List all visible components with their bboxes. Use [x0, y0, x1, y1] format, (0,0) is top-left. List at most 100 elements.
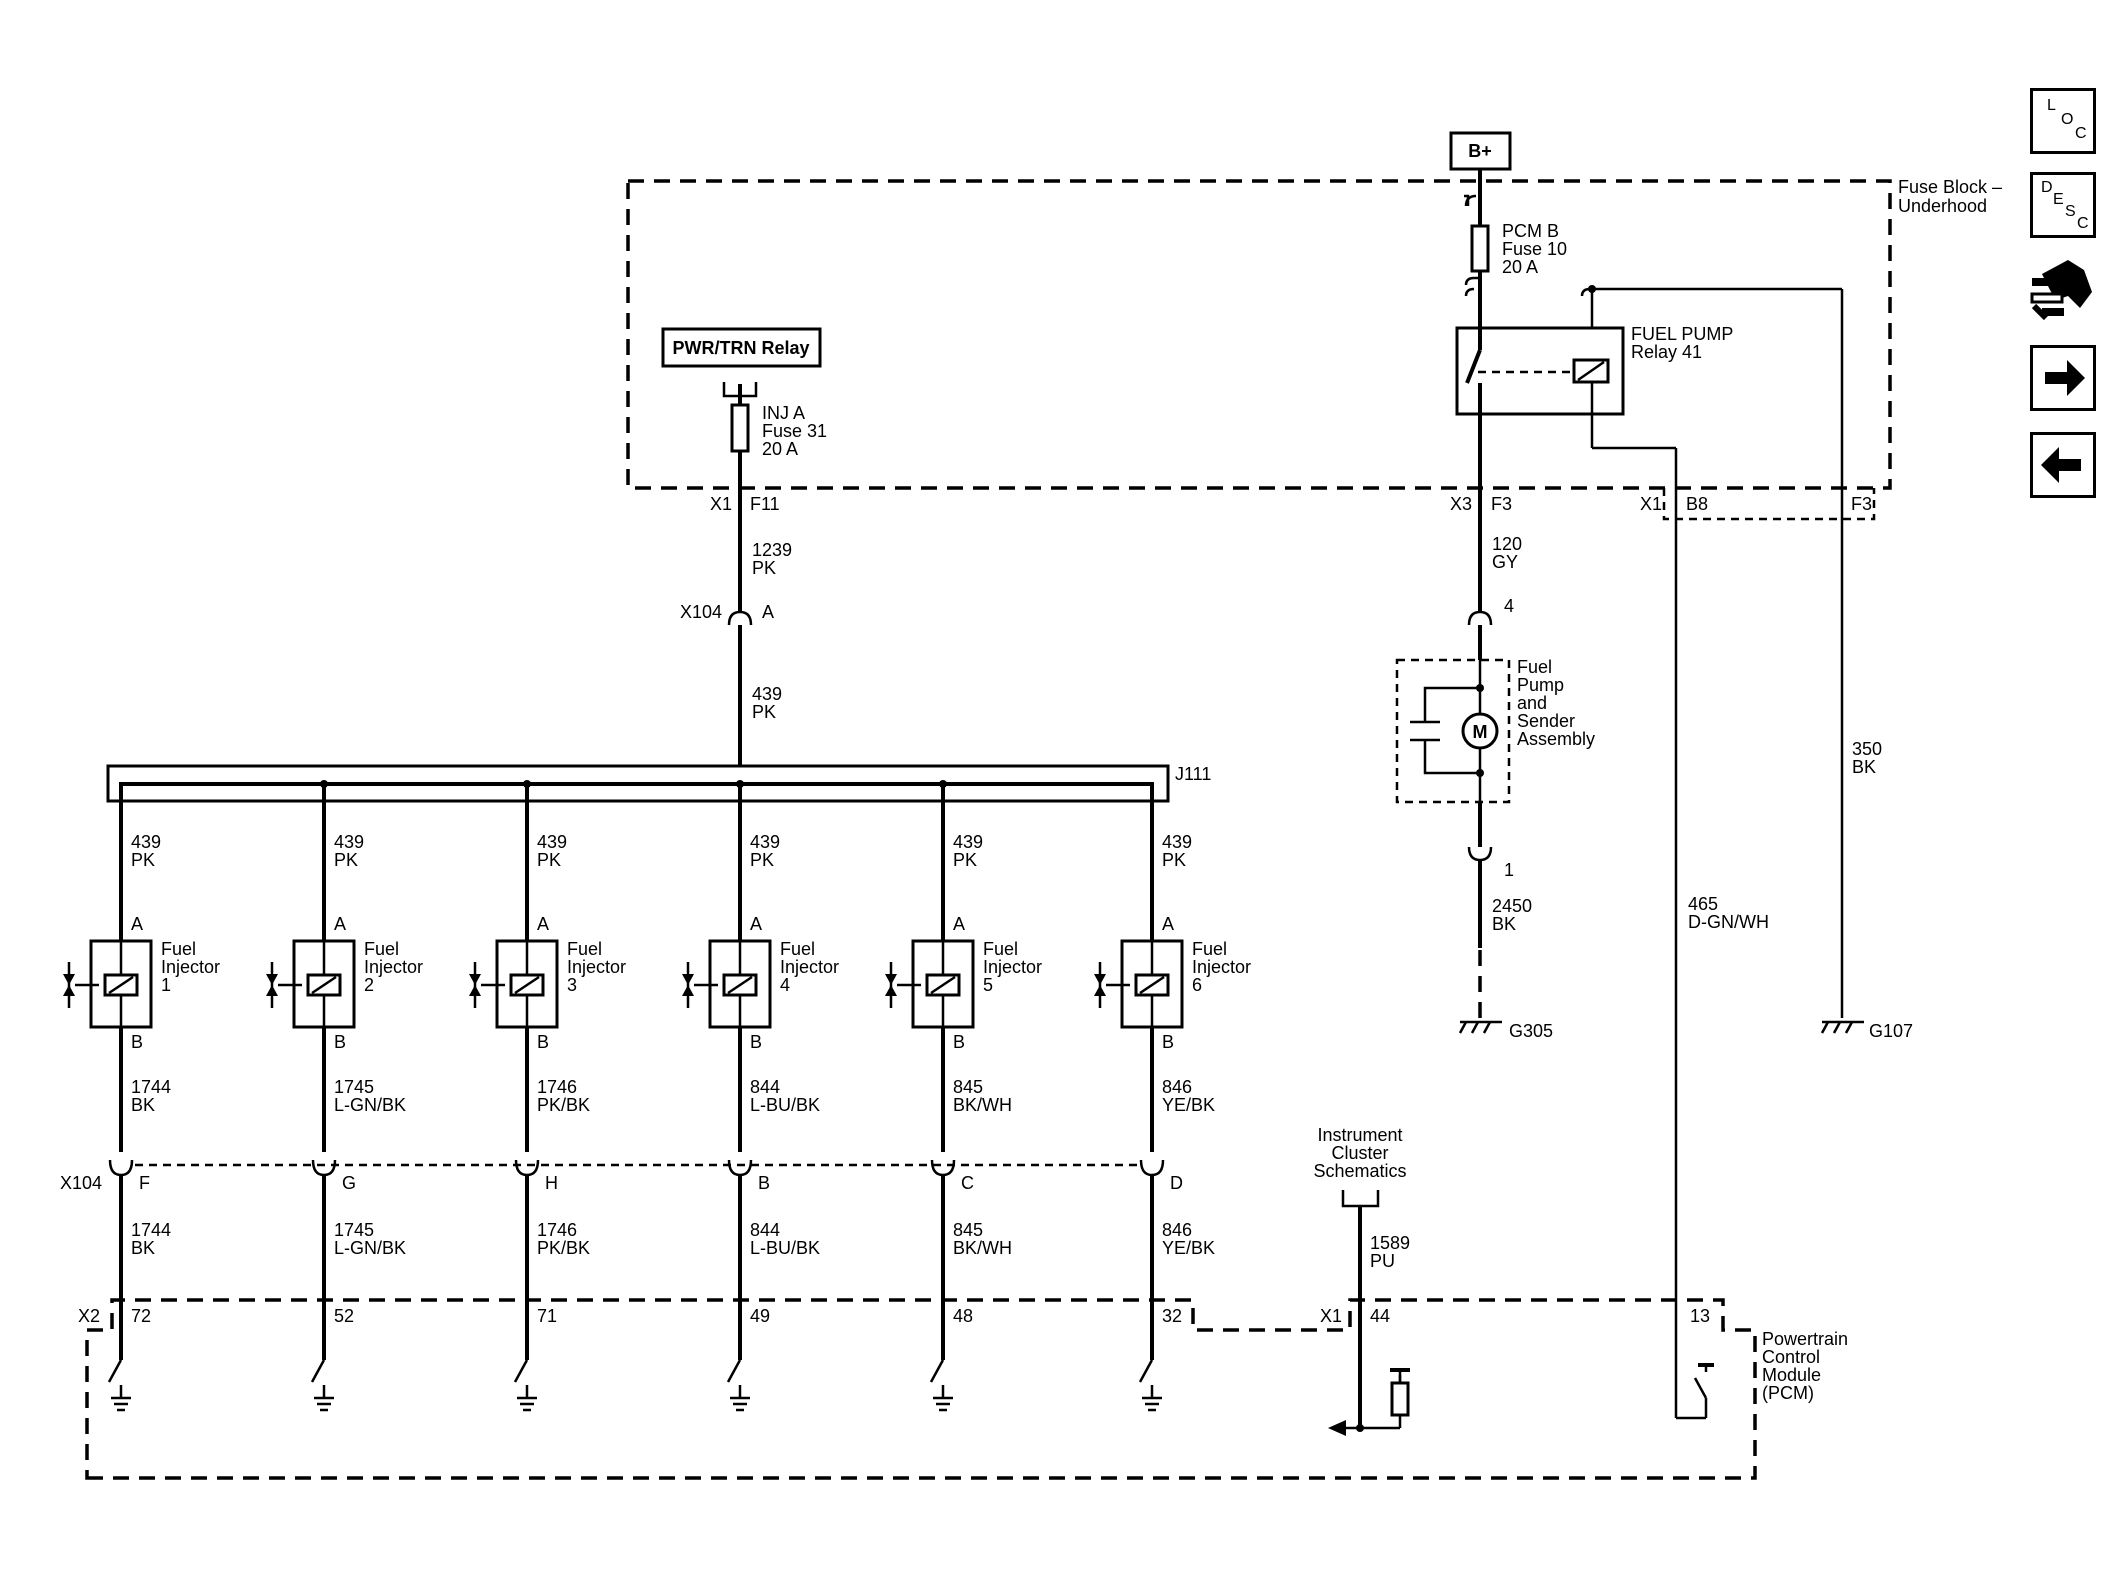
wire-2450-num: 2450: [1492, 896, 1532, 916]
upper-wire-labels: 1239 PK 439 PK 120 GY 350 BK 2450 BK 465…: [752, 534, 1882, 934]
term-f3b: F3: [1851, 494, 1872, 514]
wire-350-num: 350: [1852, 739, 1882, 759]
pcm-enclosure: X2 X1 44 13 Powertrain Control Module (P…: [78, 1298, 1848, 1480]
injector-4-name-3: 4: [780, 975, 790, 995]
injector-4-feed-num: 439: [750, 832, 780, 852]
injector-2-name-1: Fuel: [364, 939, 399, 959]
battery-label: B+: [1468, 141, 1492, 161]
wire-350-color: BK: [1852, 757, 1876, 777]
injector-3-pcm-wire-num: 1746: [537, 1220, 577, 1240]
wire-465-color: D-GN/WH: [1688, 912, 1769, 932]
injector-2-pcm-wire-color: L-GN/BK: [334, 1238, 406, 1258]
injector-6-pin-b: B: [1162, 1032, 1174, 1052]
injector-layer: 439PKAFuelInjector1B1744BKF1744BK72439PK…: [63, 780, 1251, 1412]
term-x1b: X1: [1640, 494, 1662, 514]
injector-6-pcm-pin: 32: [1162, 1306, 1182, 1326]
term-x3: X3: [1450, 494, 1472, 514]
injector-5-pcm-pin: 48: [953, 1306, 973, 1326]
fuel-pump-motor-label: M: [1473, 722, 1488, 742]
injector-3-out-num: 1746: [537, 1077, 577, 1097]
previous-page-button[interactable]: [2030, 432, 2096, 498]
wire-1589-num: 1589: [1370, 1233, 1410, 1253]
injector-6-feed-color: PK: [1162, 850, 1186, 870]
injector-2-name-3: 2: [364, 975, 374, 995]
pcm-line3: Module: [1762, 1365, 1821, 1385]
fuse-inj-line2: Fuse 31: [762, 421, 827, 441]
injector-1-pcm-wire-color: BK: [131, 1238, 155, 1258]
instrument-cluster-link: Instrument Cluster Schematics 1589 PU: [1313, 1125, 1410, 1436]
injector-4-out-color: L-BU/BK: [750, 1095, 820, 1115]
connector-end-view-icon[interactable]: [2028, 252, 2098, 326]
injector-1-pcm-wire-num: 1744: [131, 1220, 171, 1240]
fuel-injector-3-circuit: 439PKAFuelInjector3B1746PK/BKH1746PK/BK7…: [469, 780, 626, 1412]
injector-4-pcm-wire-num: 844: [750, 1220, 780, 1240]
location-button[interactable]: L O C: [2030, 88, 2096, 154]
term-pin-1: 1: [1504, 860, 1514, 880]
wire-439-num: 439: [752, 684, 782, 704]
injector-6-out-num: 846: [1162, 1077, 1192, 1097]
injector-5-name-2: Injector: [983, 957, 1042, 977]
fuel-pump-line4: Sender: [1517, 711, 1575, 731]
injector-5-feed-num: 439: [953, 832, 983, 852]
wire-120-color: GY: [1492, 552, 1518, 572]
injector-4-pcm-wire-color: L-BU/BK: [750, 1238, 820, 1258]
instrument-line1: Instrument: [1317, 1125, 1402, 1145]
injector-6-name-1: Fuel: [1192, 939, 1227, 959]
next-page-button[interactable]: [2030, 345, 2096, 411]
injector-1-pcm-pin: 72: [131, 1306, 151, 1326]
injector-6-name-3: 6: [1192, 975, 1202, 995]
injector-3-name-3: 3: [567, 975, 577, 995]
ground-g107-label: G107: [1869, 1021, 1913, 1041]
term-x104: X104: [680, 602, 722, 622]
ground-g107: G107: [1820, 1020, 1913, 1041]
injector-3-name-1: Fuel: [567, 939, 602, 959]
injector-1-pin-a: A: [131, 914, 143, 934]
injector-5-pin-b: B: [953, 1032, 965, 1052]
pcm-line2: Control: [1762, 1347, 1820, 1367]
wire-1239-num: 1239: [752, 540, 792, 560]
fuse-inj-line1: INJ A: [762, 403, 805, 423]
fuel-pump-line5: Assembly: [1517, 729, 1595, 749]
injector-2-pin-b: B: [334, 1032, 346, 1052]
arrow-left-icon: [2041, 447, 2081, 483]
arrow-right-icon: [2045, 360, 2085, 396]
injector-6-feed-num: 439: [1162, 832, 1192, 852]
wire-120-path: [1467, 414, 1493, 660]
injector-4-name-1: Fuel: [780, 939, 815, 959]
injector-2-out-color: L-GN/BK: [334, 1095, 406, 1115]
fuel-pump-line3: and: [1517, 693, 1547, 713]
injector-3-pin-a: A: [537, 914, 549, 934]
desc-letter-s: S: [2065, 203, 2076, 220]
loc-letter-c: C: [2075, 125, 2087, 142]
injector-6-pcm-wire-color: YE/BK: [1162, 1238, 1215, 1258]
injector-1-pin-b: B: [131, 1032, 143, 1052]
injector-6-pin-a: A: [1162, 914, 1174, 934]
upper-terminal-labels: X1 F11 X3 F3 X1 B8 F3 X104 A 4 1: [680, 494, 1872, 880]
fuse-block-title-2: Underhood: [1898, 196, 1987, 216]
term-pin-44: 44: [1370, 1306, 1390, 1326]
pcm-line1: Powertrain: [1762, 1329, 1848, 1349]
injector-4-pcm-pin: 49: [750, 1306, 770, 1326]
instrument-line2: Cluster: [1331, 1143, 1388, 1163]
term-x1c: X1: [1320, 1306, 1342, 1326]
desc-letter-c: C: [2077, 215, 2089, 232]
pwr-trn-relay-label: PWR/TRN Relay: [672, 338, 809, 358]
description-button[interactable]: D E S C: [2030, 172, 2096, 238]
injector-1-feed-num: 439: [131, 832, 161, 852]
injector-3-feed-color: PK: [537, 850, 561, 870]
wire-2450-color: BK: [1492, 914, 1516, 934]
fuse-pcm-b-line3: 20 A: [1502, 257, 1538, 277]
wire-2450-path: [1467, 802, 1493, 1018]
wire-1589-color: PU: [1370, 1251, 1395, 1271]
injector-1-out-color: BK: [131, 1095, 155, 1115]
injector-3-feed-num: 439: [537, 832, 567, 852]
pcm-line4: (PCM): [1762, 1383, 1814, 1403]
fuel-pump-relay: FUEL PUMP Relay 41: [1455, 324, 1733, 1418]
fuel-pump-assembly: M Fuel Pump and Sender Assembly: [1395, 657, 1595, 804]
injector-5-name-1: Fuel: [983, 939, 1018, 959]
fuse-block-title-1: Fuse Block –: [1898, 177, 2002, 197]
injector-5-x104-pin: C: [961, 1173, 974, 1193]
term-x1: X1: [710, 494, 732, 514]
ground-g305: G305: [1458, 1020, 1553, 1041]
